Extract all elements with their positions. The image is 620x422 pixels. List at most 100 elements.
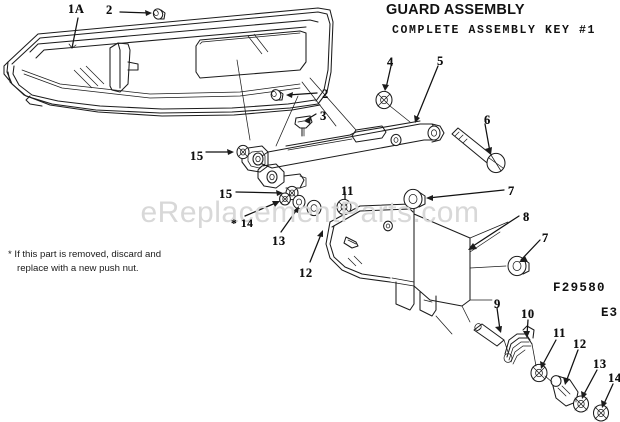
arrow-13-br (581, 391, 587, 399)
pushnut-14-br-part (592, 404, 610, 422)
spring-10-part (503, 325, 535, 365)
footnote-line-2: replace with a new push nut. (17, 262, 139, 274)
arrow-15-upper (227, 149, 234, 155)
arrow-1a (68, 43, 77, 49)
arrow-10 (523, 331, 530, 338)
callout-4: 4 (387, 55, 394, 69)
callout-1A: 1A (68, 2, 85, 16)
title-block: GUARD ASSEMBLY COMPLETE ASSEMBLY KEY #1 (386, 2, 596, 37)
callout-7-upper: 7 (508, 184, 515, 198)
callout-15-upper: 15 (190, 149, 204, 163)
arrow-2-mid (286, 92, 293, 98)
pushnut-14-part (279, 192, 291, 206)
arrow-11-br (540, 361, 546, 369)
callout-11-br: 11 (553, 326, 567, 340)
bolt-4-part (375, 90, 393, 110)
callout-14-br: 14 (608, 371, 620, 385)
leader-4 (385, 65, 392, 89)
guard-ref-line-4 (309, 77, 357, 131)
leader-9 (496, 307, 501, 331)
callout-3-mid: 3 (320, 109, 327, 123)
guard-ref-line-3 (301, 81, 337, 127)
bracket-to-chain-1 (461, 305, 471, 323)
callout-2-mid: 2 (322, 87, 329, 101)
leader-13-br (582, 369, 598, 397)
arrow-14 (272, 201, 280, 207)
arrow-7-lower (519, 256, 528, 262)
callout-12-left: 12 (299, 266, 313, 280)
chain-ref-3 (544, 375, 553, 383)
callout-14: * 14 (231, 218, 254, 230)
arrow-15-lower (276, 190, 283, 196)
leader-3-mid (305, 113, 317, 121)
chain-ref-1 (503, 339, 509, 353)
washer-13-part (292, 194, 306, 210)
bushing-11-part (336, 198, 352, 216)
sheet-code: E3 (601, 306, 619, 320)
leader-11-br (541, 339, 557, 367)
arrow-7-upper (426, 195, 433, 201)
callout-13-br: 13 (593, 357, 607, 371)
leader-5 (415, 65, 439, 121)
washer-13-br-part (572, 395, 590, 413)
arrow-9 (495, 326, 502, 333)
page-title: GUARD ASSEMBLY (386, 2, 525, 18)
leader-2-mid (287, 92, 318, 96)
bracket-ref-8 (469, 221, 509, 239)
guard-shield-part (3, 7, 334, 117)
callout-6: 6 (484, 113, 491, 127)
callout-8: 8 (523, 210, 530, 224)
leader-12-left (309, 231, 323, 263)
arrow-12-br (563, 377, 570, 385)
leader-14 (244, 201, 279, 217)
knob-part (294, 115, 313, 137)
leader-7-upper (427, 189, 505, 199)
mounting-bracket-part (325, 203, 471, 317)
bracket-to-chain-2 (435, 315, 453, 335)
callout-12-br: 12 (573, 337, 587, 351)
footnote-line-1: * If this part is removed, discard and (8, 249, 162, 260)
callout-7-lower: 7 (542, 231, 549, 245)
chain-ref-2 (531, 343, 537, 367)
callout-13-left: 13 (272, 234, 286, 248)
leader-2-top (119, 11, 151, 14)
arrow-2-top (145, 10, 152, 16)
bushing-7-upper (403, 188, 426, 210)
guard-ref-line-1 (236, 59, 251, 141)
page-subtitle: COMPLETE ASSEMBLY KEY #1 (392, 24, 597, 37)
arm-linkage-part (241, 120, 445, 189)
leader-8 (469, 215, 520, 249)
leader-6 (484, 123, 491, 153)
arrow-14-br (601, 400, 607, 408)
callout-2-top: 2 (106, 3, 113, 17)
washer-11-br-part (530, 363, 548, 383)
arrow-5 (414, 115, 420, 123)
callout-11-mid: 11 (341, 184, 355, 198)
arrow-4 (382, 84, 389, 91)
spacer-13-part-b (306, 199, 322, 217)
washer-15-upper (236, 144, 250, 160)
bracket-to-7 (469, 265, 507, 269)
leader-7-lower (520, 239, 541, 261)
guard-ref-line-2 (275, 95, 299, 147)
part-number: F29580 (553, 281, 606, 295)
leader-12-br (565, 349, 579, 383)
arrow-12-left (317, 230, 323, 237)
leader-1a (71, 17, 79, 49)
spacer-part-top (152, 8, 166, 20)
bracket-to-8b (469, 231, 501, 253)
arrow-8 (468, 243, 477, 250)
bolt-4-ref (389, 105, 411, 123)
arrow-3-mid (304, 118, 311, 124)
spacer-part-middle (270, 89, 284, 101)
arrow-13-left (293, 206, 299, 213)
leader-13-left (280, 207, 299, 233)
callout-5: 5 (437, 54, 444, 68)
callout-9: 9 (494, 297, 501, 311)
leader-15-lower (235, 191, 282, 194)
callout-15-lower: 15 (219, 187, 233, 201)
arrow-6 (485, 147, 492, 155)
carriage-bolt-part (451, 127, 506, 174)
